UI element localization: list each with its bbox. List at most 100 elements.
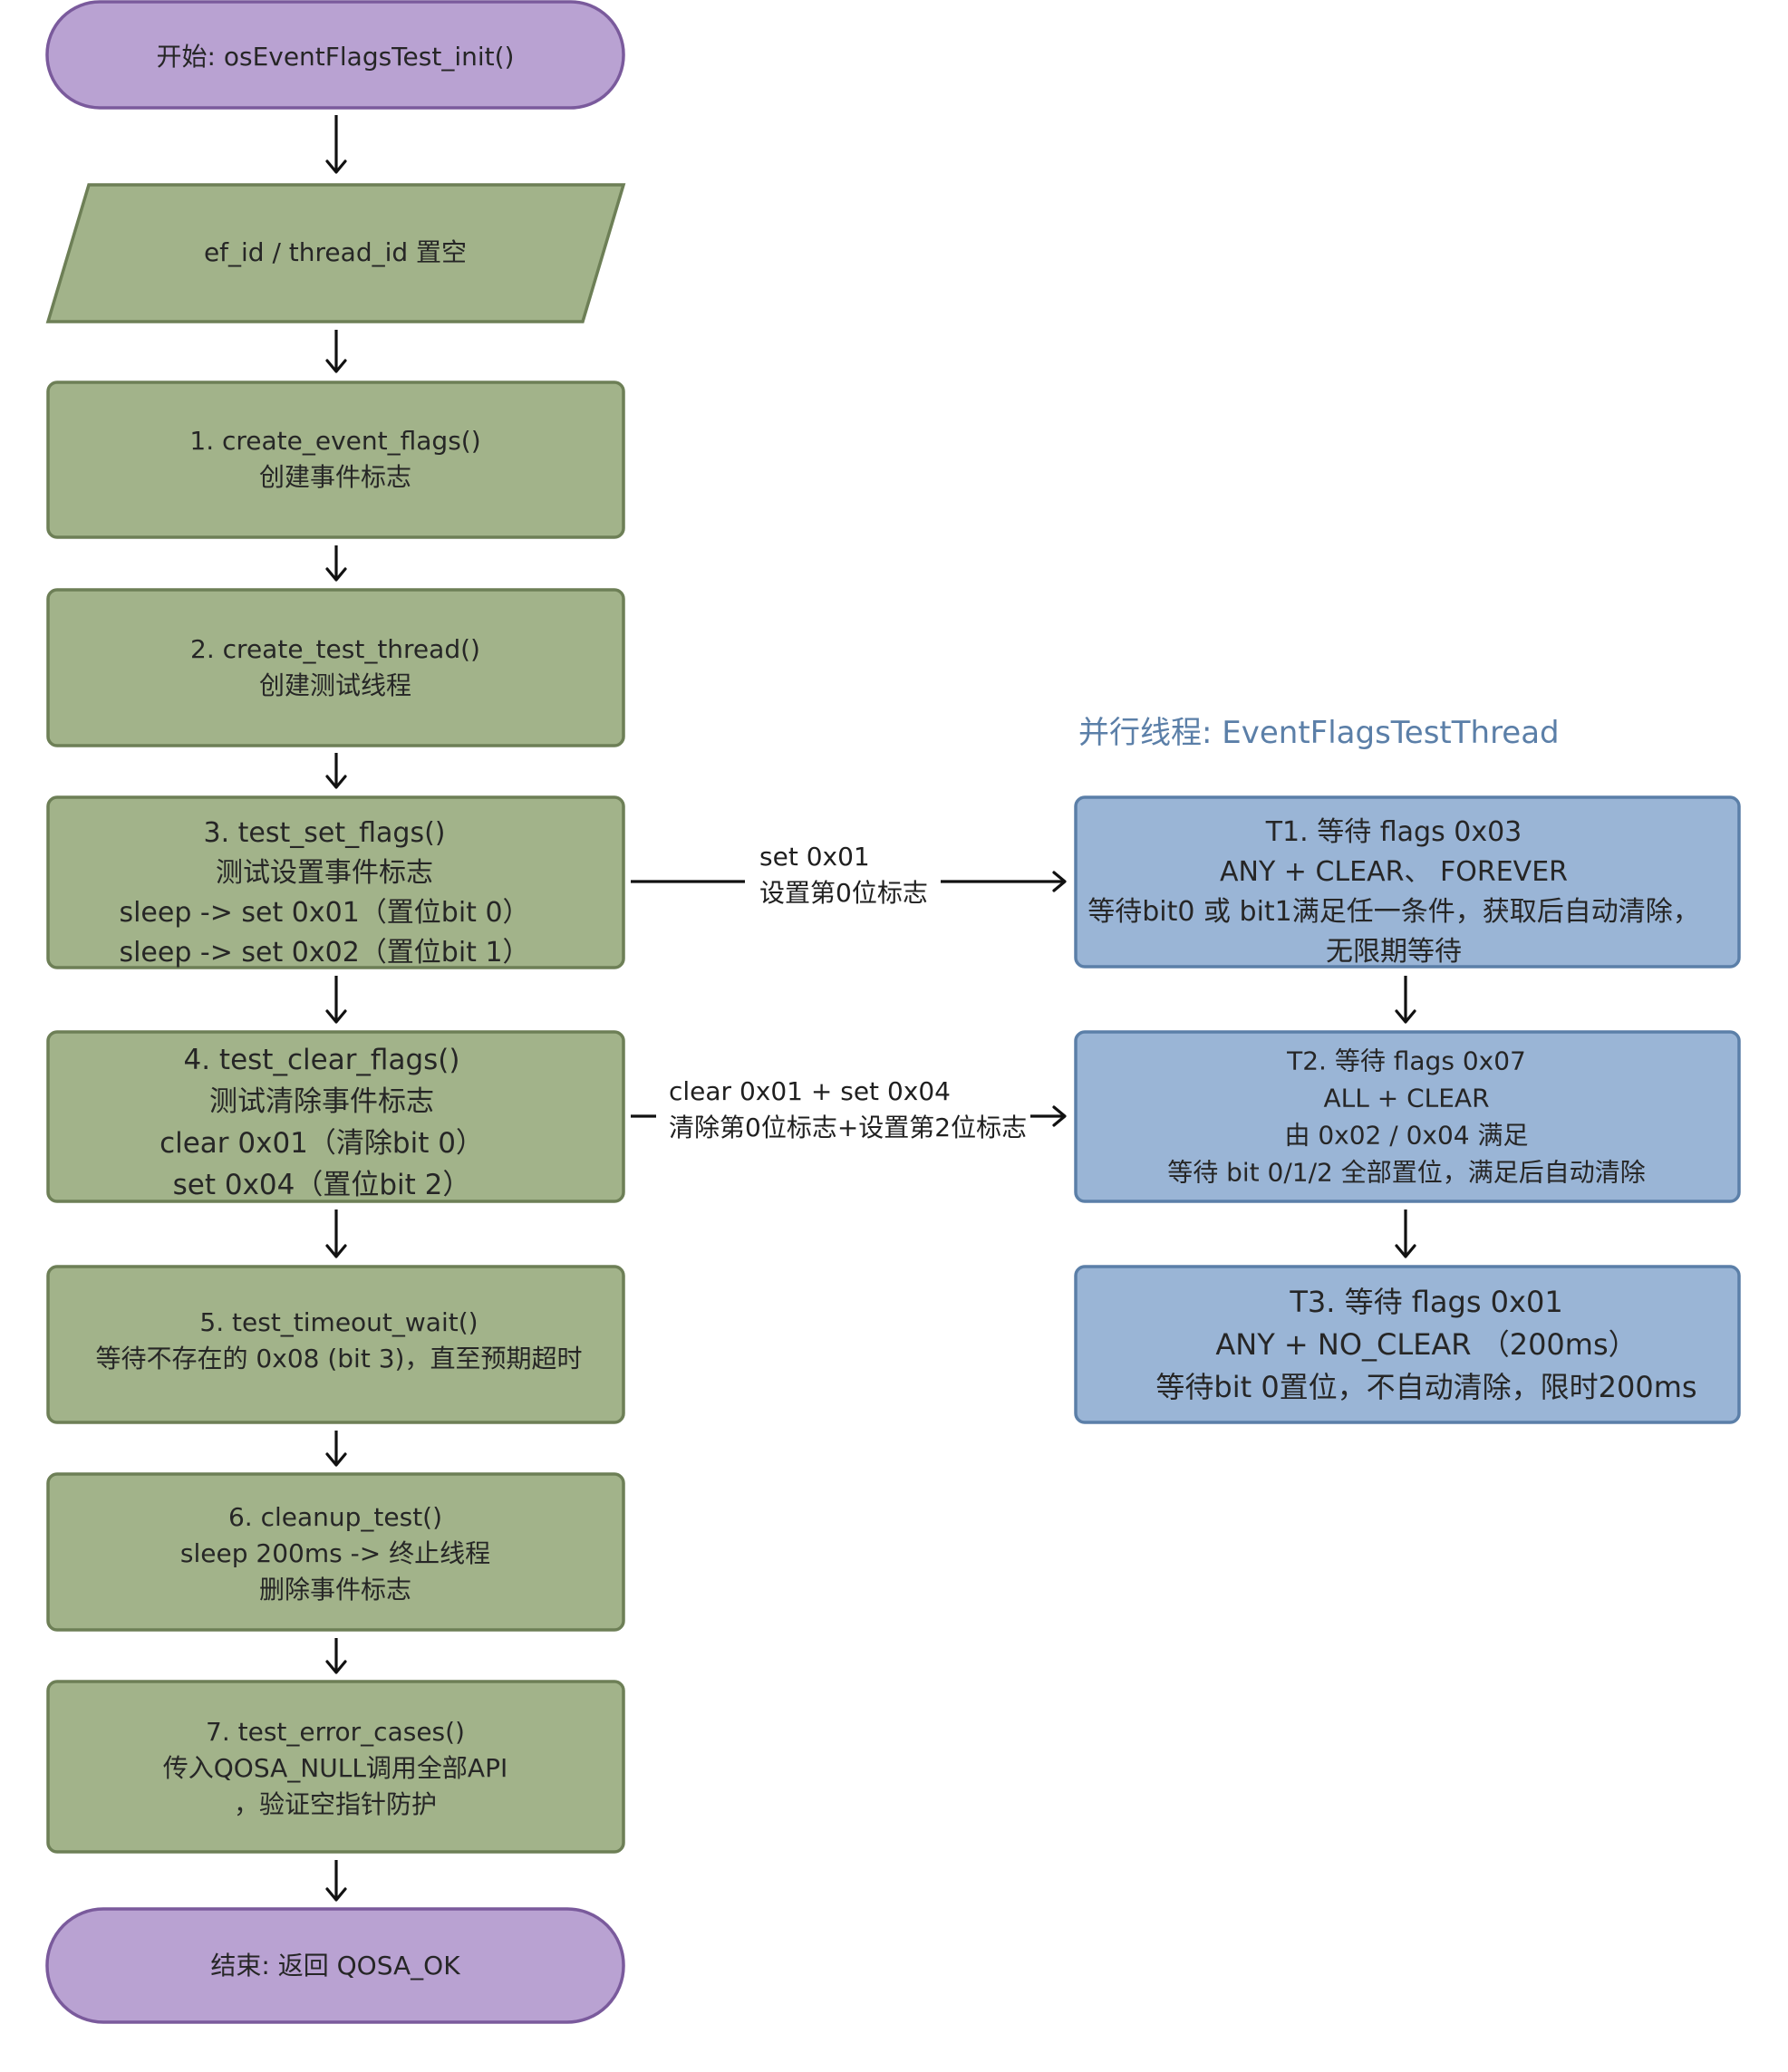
text-line: 等待bit0 或 bit1满足任一条件，获取后自动清除， [1087,896,1700,928]
arrow-step1-to-step2-head [325,567,347,582]
step7-process-node: 7. test_error_cases() 传入QOSA_NULL调用全部API ，… [46,1680,625,1854]
set-signal-connector: set 0x01 设置第0位标志 [631,842,1067,908]
text-line: clear 0x01 + set 0x04 [669,1076,951,1106]
init-io-shape [45,183,626,323]
text-line: 7. test_error_cases() [206,1717,465,1747]
text-line: 创建测试线程 [259,670,411,700]
arrow-t2-to-t3-head [1395,1244,1416,1258]
clear-signal-connector: clear 0x01 + set 0x04 清除第0位标志+设置第2位标志 [631,1076,1067,1142]
thread-flow-arrow [1395,1209,1416,1258]
arrow-step7-to-end-head [325,1887,347,1902]
init-io-text: ef_id / thread_id 置空 [204,237,467,267]
parallel-thread-title: 并行线程: EventFlagsTestThread [1078,715,1560,751]
end-terminal-shape [45,1907,625,2024]
text-line: T1. 等待 flags 0x03 [1265,816,1522,848]
end-terminal-text: 结束: 返回 QOSA_OK [210,1951,460,1980]
start-terminal-shape [45,0,625,110]
text-line: set 0x04（置位bit 2） [173,1169,471,1201]
text-line: sleep -> set 0x01（置位bit 0） [119,897,529,929]
t3-wait-shape [1074,1265,1741,1424]
text-line: 由 0x02 / 0x04 满足 [1284,1121,1528,1151]
step5-process-shape [46,1265,625,1424]
text-line: sleep -> set 0x02（置位bit 1） [119,937,529,969]
main-flow-arrow [325,115,347,174]
main-flow-arrow [325,1638,347,1674]
text-line: 2. create_test_thread() [190,634,480,664]
main-flow-arrow [325,1209,347,1258]
step1-process-shape [46,381,625,539]
text-line: 1. create_event_flags() [189,426,480,456]
text-line: ef_id / thread_id 置空 [204,237,467,267]
main-flow-arrow [325,976,347,1024]
step7-process-shape [46,1680,625,1854]
text-line: T2. 等待 flags 0x07 [1286,1046,1526,1076]
clear-signal-label: clear 0x01 + set 0x04 清除第0位标志+设置第2位标志 [669,1076,1027,1142]
set-signal-label: set 0x01 设置第0位标志 [759,842,928,908]
clear-signal-arrow-head [1052,1105,1067,1127]
arrow-start-to-init-head [325,159,347,174]
arrow-step2-to-step3-head [325,775,347,789]
arrow-step4-to-step5-head [325,1244,347,1258]
text-line: 6. cleanup_test() [228,1502,442,1532]
arrow-init-to-step1-head [325,359,347,373]
step2-process-node: 2. create_test_thread() 创建测试线程 [46,588,625,747]
main-flow-arrow [325,1860,347,1902]
text-line: 开始: osEventFlagsTest_init() [157,42,515,72]
text-line: 等待bit 0置位，不自动清除，限时200ms [1155,1370,1696,1404]
step5-process-node: 5. test_timeout_wait()等待不存在的 0x08 (bit 3… [46,1265,625,1424]
text-line: 创建事件标志 [259,462,411,492]
text-line: T3. 等待 flags 0x01 [1289,1285,1562,1319]
main-flow-arrow [325,753,347,789]
text-line: set 0x01 [759,842,870,872]
text-line: clear 0x01（清除bit 0） [159,1127,484,1160]
start-terminal-text: 开始: osEventFlagsTest_init() [157,42,515,72]
thread-flow-arrow [1395,976,1416,1024]
step2-process-shape [46,588,625,747]
arrow-step5-to-step6-head [325,1452,347,1467]
text-line: 等待 bit 0/1/2 全部置位，满足后自动清除 [1167,1158,1646,1188]
set-signal-arrow-head [1052,871,1067,892]
step5-process-text: 5. test_timeout_wait()等待不存在的 0x08 (bit 3… [96,1307,583,1373]
text-line: 传入QOSA_NULL调用全部API [163,1753,507,1783]
step1-process-text: 1. create_event_flags() 创建事件标志 [189,426,480,492]
arrow-step3-to-step4-head [325,1009,347,1024]
text-line: 5. test_timeout_wait() [199,1307,478,1337]
text-line: 设置第0位标志 [759,878,928,908]
step6-process-text: 6. cleanup_test()sleep 200ms -> 终止线程删除事件… [180,1502,490,1605]
main-flow-arrow [325,545,347,582]
text-line: 3. test_set_flags() [204,817,446,849]
step3-process-shape [46,795,625,969]
text-line: 无限期等待 [1326,936,1462,968]
step2-process-text: 2. create_test_thread() 创建测试线程 [190,634,480,700]
text-line: ANY + NO_CLEAR （200ms） [1215,1327,1637,1362]
arrow-step6-to-step7-head [325,1660,347,1674]
step4-process-node: 4. test_clear_flags() 测试清除事件标志 clear 0x01（… [46,1030,625,1203]
step1-process-node: 1. create_event_flags() 创建事件标志 [46,381,625,539]
start-terminal: 开始: osEventFlagsTest_init() [45,0,625,110]
text-line: 结束: 返回 QOSA_OK [210,1951,460,1980]
text-line: ANY + CLEAR、 FOREVER [1220,856,1568,888]
init-io-node: ef_id / thread_id 置空 [45,183,626,323]
step7-process-text: 7. test_error_cases() 传入QOSA_NULL调用全部API ，… [163,1717,507,1819]
text-line: 删除事件标志 [259,1575,411,1605]
text-line: 清除第0位标志+设置第2位标志 [669,1113,1027,1142]
text-line: 4. test_clear_flags() [184,1044,460,1076]
main-flow-arrow [325,330,347,373]
step6-process-node: 6. cleanup_test()sleep 200ms -> 终止线程删除事件… [46,1472,625,1632]
t2-wait-shape [1074,1030,1741,1203]
text-line: ，验证空指针防护 [234,1789,437,1819]
step6-process-shape [46,1472,625,1632]
main-flow-arrow [325,1431,347,1467]
text-line: 测试清除事件标志 [209,1085,434,1118]
arrow-t1-to-t2-head [1395,1009,1416,1024]
t1-wait-shape [1074,795,1741,969]
